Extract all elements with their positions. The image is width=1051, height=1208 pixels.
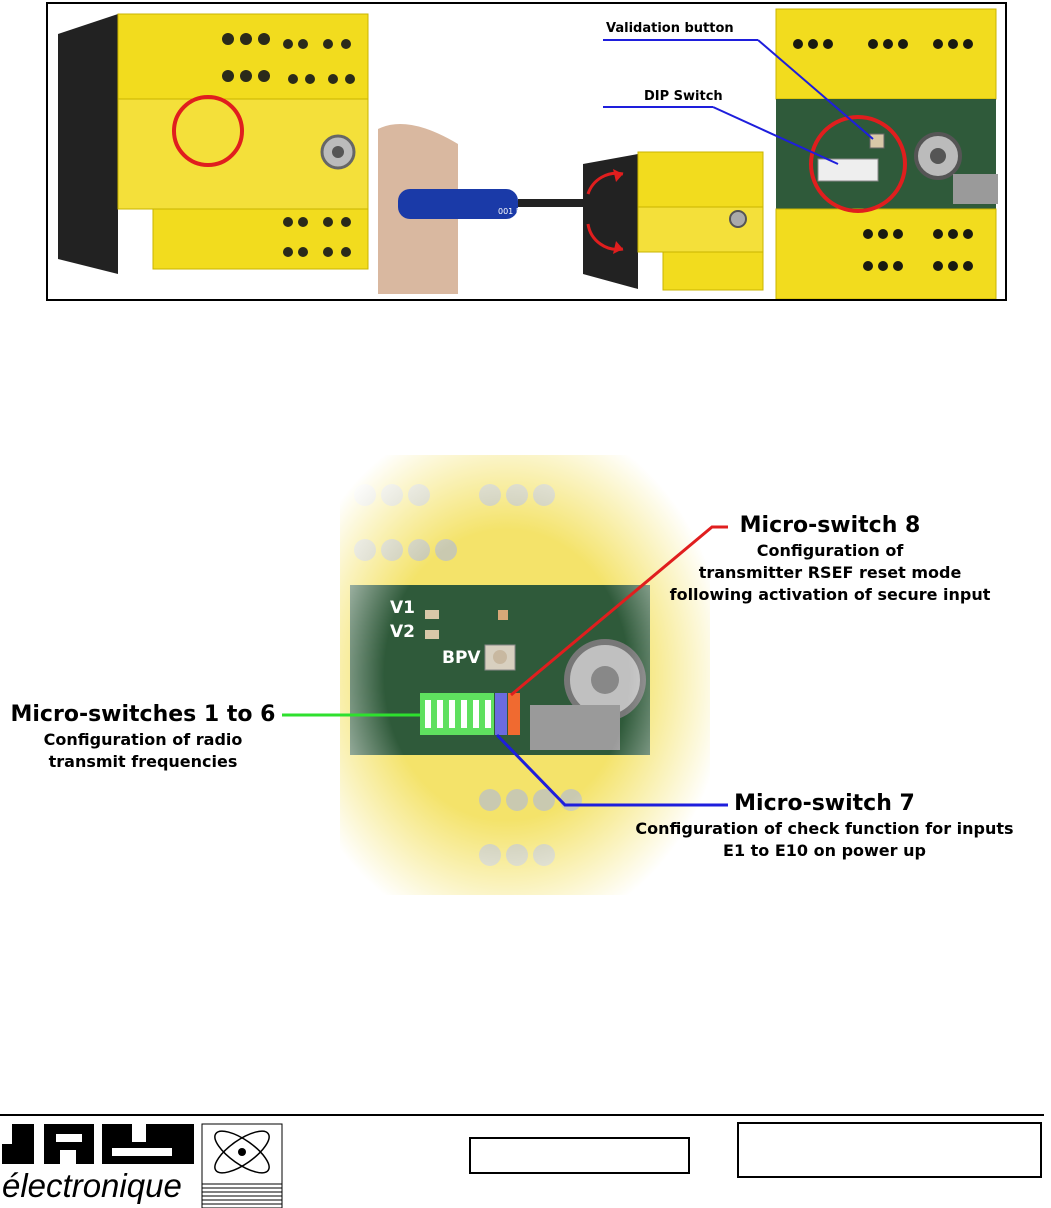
ms8-title: Micro-switch 8: [739, 513, 921, 538]
bpv-label: BPV: [442, 648, 481, 668]
v1-label: V1: [390, 598, 415, 618]
device-right-photo: [603, 8, 998, 299]
jay-logo: [2, 1123, 283, 1208]
device-left-photo: [58, 13, 369, 274]
ms16-title: Micro-switches 1 to 6: [10, 702, 276, 727]
atom-symbol-icon: [201, 1123, 283, 1208]
leader-line-ms7: [495, 733, 728, 807]
ms16-line-1: Configuration of radio: [43, 730, 243, 749]
footer-rule: [0, 1114, 1044, 1116]
hand-screwdriver-photo: 001 Fp 16: [378, 124, 638, 294]
device-middle-photo: [583, 151, 764, 291]
v2-label: V2: [390, 622, 415, 642]
ms7-line-1: Configuration of check function for inpu…: [635, 819, 1014, 838]
logo-wordmark: électronique: [2, 1167, 182, 1204]
ms8-annotation: Micro-switch 8 Configuration of transmit…: [645, 512, 1015, 606]
dip-switch-callout: DIP Switch: [644, 89, 723, 104]
ms8-line-2: transmitter RSEF reset mode: [698, 563, 962, 582]
ms16-annotation: Micro-switches 1 to 6 Configuration of r…: [8, 701, 278, 773]
footer-empty-box-1: [469, 1137, 690, 1174]
ms7-title: Micro-switch 7: [734, 791, 915, 816]
ms7-line-2: E1 to E10 on power up: [723, 841, 926, 860]
detail-photo: V1 V2 BPV: [340, 455, 710, 895]
leader-line-ms8: [510, 525, 728, 697]
footer-empty-box-2: [737, 1122, 1042, 1178]
detail-board-illustration: [340, 455, 710, 895]
ms16-line-2: transmit frequencies: [48, 752, 238, 771]
validation-button-callout: Validation button: [606, 21, 734, 36]
top-photo-illustration: 001 Fp 16: [58, 8, 998, 299]
jay-logo-letters: [2, 1124, 194, 1164]
ms8-line-3: following activation of secure input: [669, 585, 991, 604]
svg-text:001 Fp 16: 001 Fp 16: [498, 207, 538, 216]
ms7-annotation: Micro-switch 7 Configuration of check fu…: [612, 790, 1037, 862]
top-photo-frame: 001 Fp 16: [46, 2, 1007, 301]
ms8-line-1: Configuration of: [756, 541, 904, 560]
